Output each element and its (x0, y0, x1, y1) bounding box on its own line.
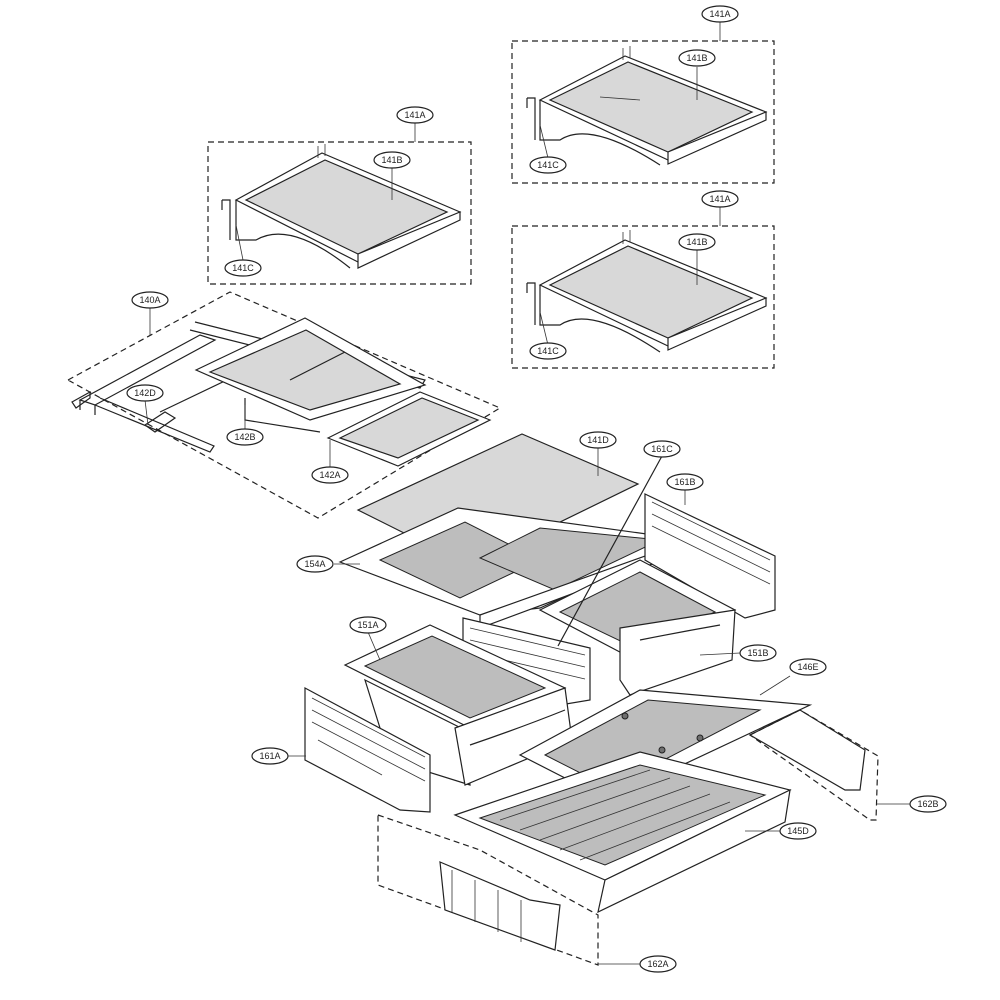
callout-161a: 161A (251, 747, 289, 765)
svg-text:141A: 141A (404, 110, 425, 120)
callout-142b: 142B (226, 428, 264, 446)
svg-text:145D: 145D (787, 826, 809, 836)
svg-text:161B: 161B (674, 477, 695, 487)
callout-141a-top: 141A (701, 5, 739, 23)
svg-text:161C: 161C (651, 444, 673, 454)
callout-140a: 140A (131, 291, 169, 309)
callout-151b: 151B (739, 644, 777, 662)
svg-text:142D: 142D (134, 388, 156, 398)
svg-text:142B: 142B (234, 432, 255, 442)
callout-141a-left: 141A (396, 106, 434, 124)
svg-text:140A: 140A (139, 295, 160, 305)
callout-141b-left: 141B (373, 151, 411, 169)
svg-text:141C: 141C (232, 263, 254, 273)
shelf-assembly-141a-mid (511, 206, 775, 369)
svg-text:161A: 161A (259, 751, 280, 761)
svg-text:141B: 141B (381, 155, 402, 165)
svg-text:151A: 151A (357, 620, 378, 630)
svg-text:162A: 162A (647, 959, 668, 969)
svg-text:141C: 141C (537, 160, 559, 170)
callout-162a: 162A (639, 955, 677, 973)
shelf-assembly-141a-left (207, 122, 472, 285)
callout-141c-top: 141C (529, 156, 567, 174)
callout-141c-mid: 141C (529, 342, 567, 360)
callout-141b-mid: 141B (678, 233, 716, 251)
callout-146e: 146E (789, 658, 827, 676)
callout-141d: 141D (579, 431, 617, 449)
callout-142a: 142A (311, 466, 349, 484)
callout-162b: 162B (909, 795, 947, 813)
folding-shelf-assembly-140a (66, 291, 502, 519)
svg-text:141D: 141D (587, 435, 609, 445)
svg-text:141B: 141B (686, 237, 707, 247)
svg-text:141C: 141C (537, 346, 559, 356)
callout-145d: 145D (779, 822, 817, 840)
callout-154a: 154A (296, 555, 334, 573)
callout-142d: 142D (126, 384, 164, 402)
svg-text:141A: 141A (709, 9, 730, 19)
svg-text:141B: 141B (686, 53, 707, 63)
crisper-assembly (288, 433, 910, 966)
svg-text:162B: 162B (917, 799, 938, 809)
callout-161c: 161C (643, 440, 681, 458)
svg-text:142A: 142A (319, 470, 340, 480)
callout-141b-top: 141B (678, 49, 716, 67)
svg-text:151B: 151B (747, 648, 768, 658)
callout-151a: 151A (349, 616, 387, 634)
svg-text:141A: 141A (709, 194, 730, 204)
callout-161b: 161B (666, 473, 704, 491)
callouts: 141A 141B 141C 141A 141B 141C 141A 141B … (126, 5, 947, 973)
svg-text:146E: 146E (797, 662, 818, 672)
svg-text:154A: 154A (304, 559, 325, 569)
callout-141a-mid: 141A (701, 190, 739, 208)
shelf-assembly-141a-top (511, 22, 775, 184)
callout-141c-left: 141C (224, 259, 262, 277)
